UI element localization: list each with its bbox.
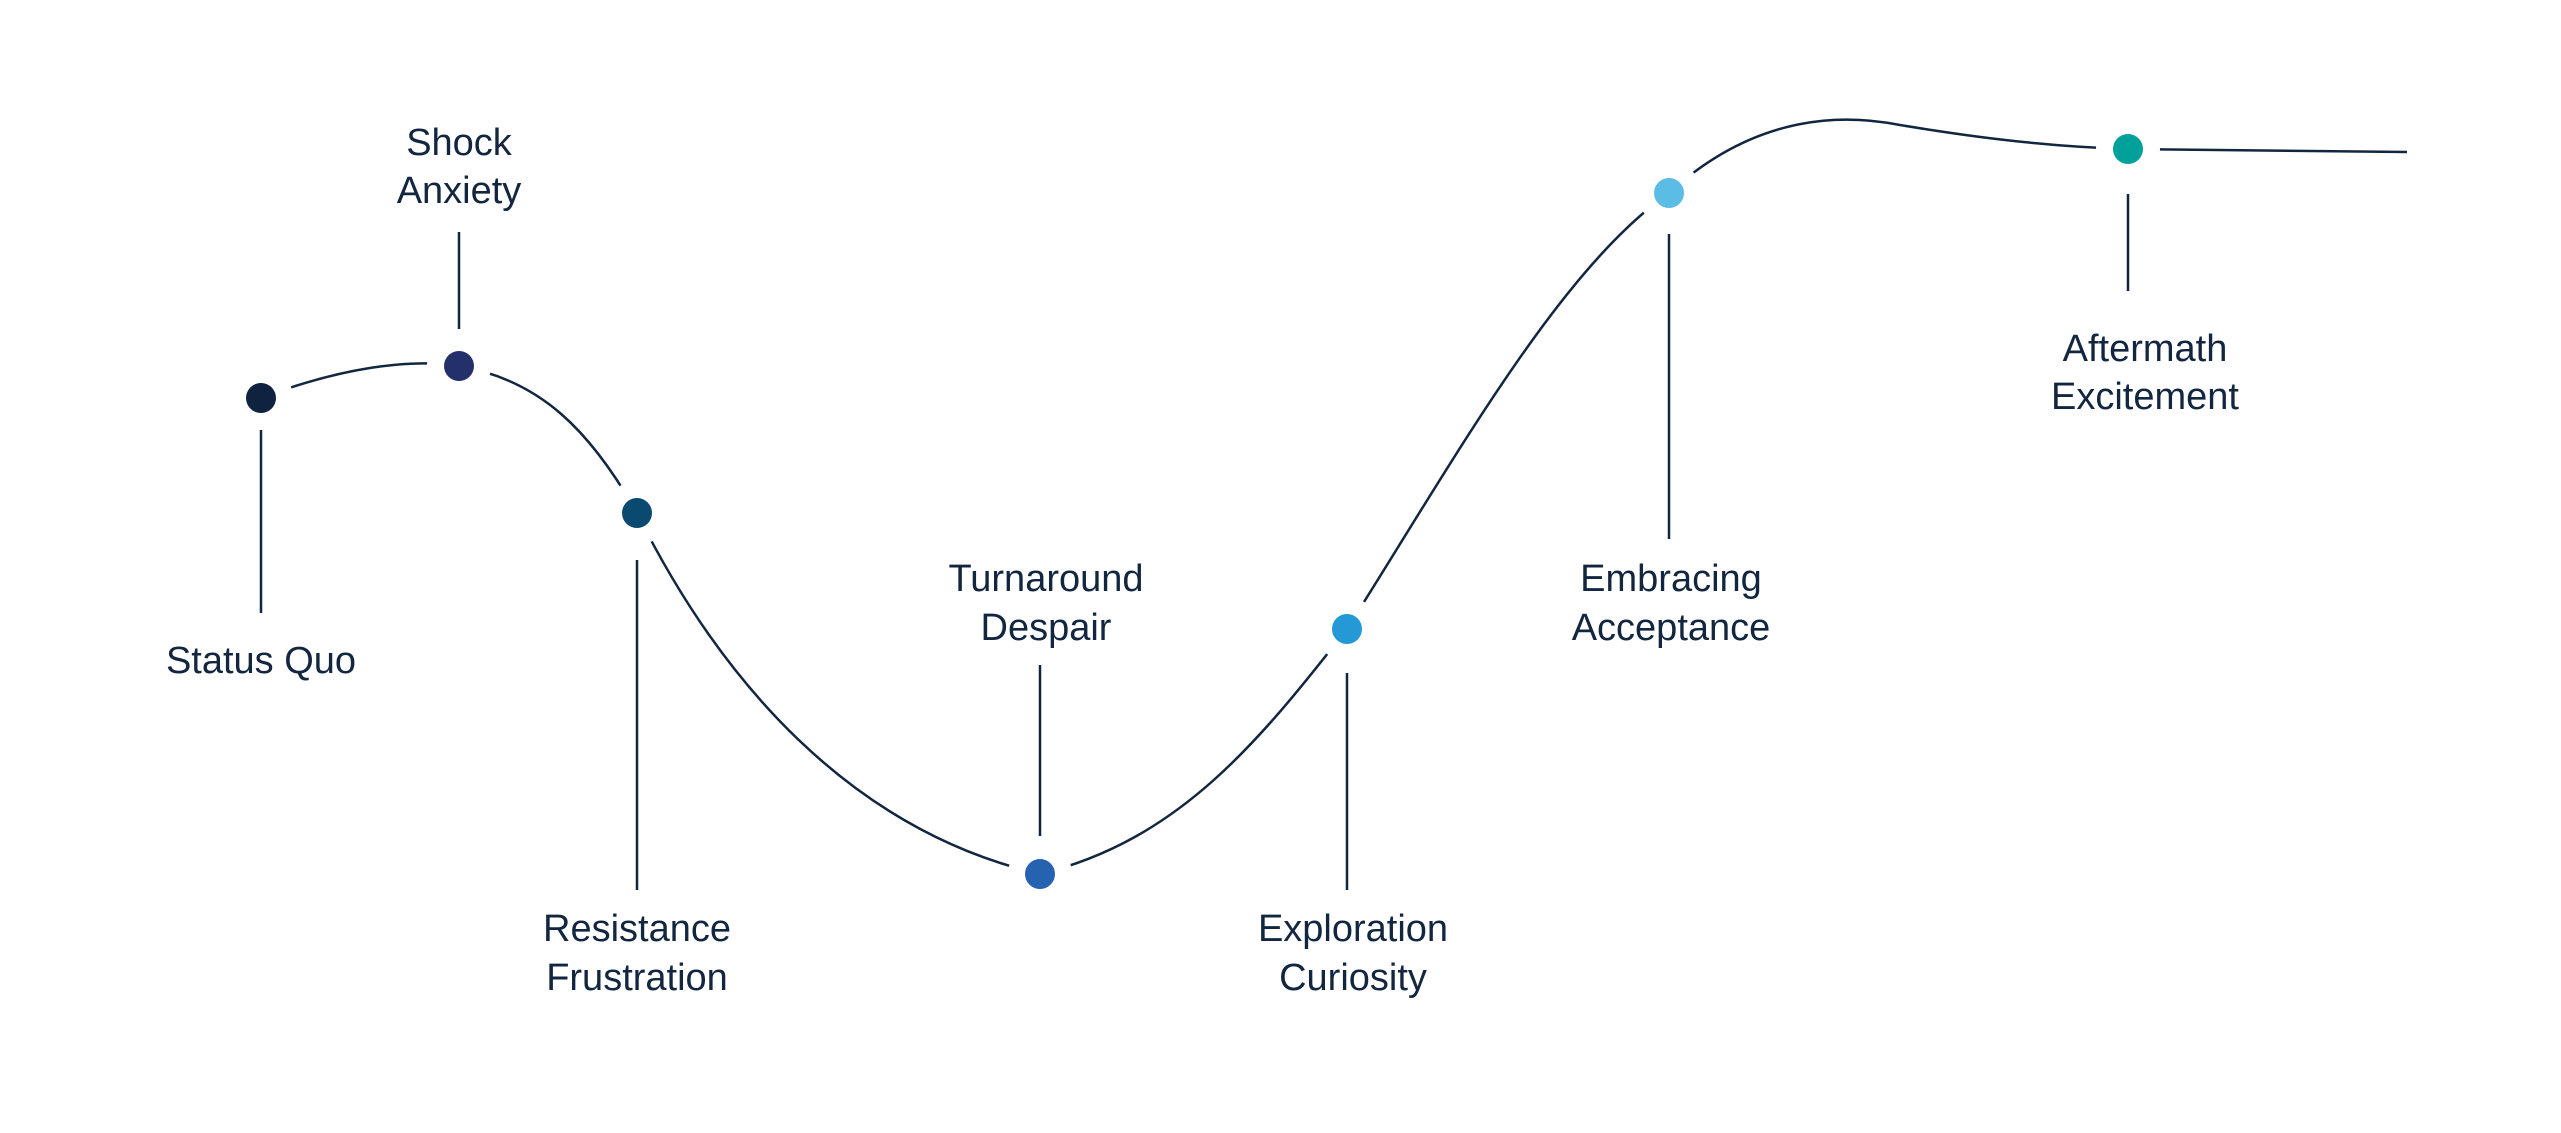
label-shock: Shock bbox=[406, 122, 513, 164]
change-curve bbox=[260, 118, 2408, 876]
label-despair: Despair bbox=[981, 607, 1112, 649]
stage-dot-exploration bbox=[1332, 614, 1362, 644]
stage-dot-shock bbox=[444, 351, 474, 381]
stage-dot-status-quo bbox=[246, 383, 276, 413]
label-anxiety: Anxiety bbox=[397, 170, 522, 212]
stage-dot-aftermath bbox=[2113, 134, 2143, 164]
stage-dot-resistance bbox=[622, 498, 652, 528]
label-aftermath: Aftermath bbox=[2063, 328, 2228, 370]
label-excitement: Excitement bbox=[2051, 376, 2239, 418]
label-resistance: Resistance bbox=[543, 908, 731, 950]
label-turnaround: Turnaround bbox=[948, 558, 1143, 600]
label-acceptance: Acceptance bbox=[1572, 607, 1771, 649]
label-curiosity: Curiosity bbox=[1279, 957, 1427, 999]
stage-dot-turnaround bbox=[1025, 859, 1055, 889]
label-exploration: Exploration bbox=[1258, 908, 1448, 950]
label-embracing: Embracing bbox=[1580, 558, 1762, 600]
label-frustration: Frustration bbox=[546, 957, 728, 999]
label-status-quo: Status Quo bbox=[166, 640, 356, 682]
stage-dot-embracing bbox=[1654, 178, 1684, 208]
